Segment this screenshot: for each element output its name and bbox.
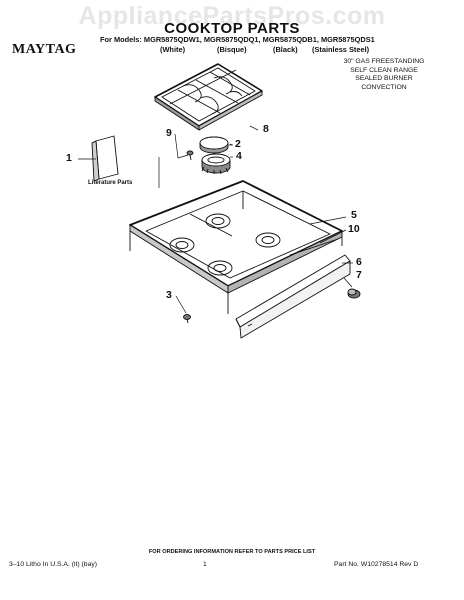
page-number: 1: [203, 561, 207, 568]
description-line: 30" GAS FREESTANDING: [343, 58, 425, 65]
small-screw: [183, 314, 191, 324]
ordering-note: FOR ORDERING INFORMATION REFER TO PARTS …: [148, 549, 316, 555]
callout-1: 1: [66, 152, 72, 164]
part-number: Part No. W10278514 Rev D: [334, 561, 419, 568]
literature-parts-label: Literature Parts: [88, 180, 133, 186]
watermark: AppliancePartsPros.com: [78, 2, 386, 30]
models-line: For Models: MGR5875QDW1, MGR5875QDQ1, MG…: [100, 35, 375, 44]
finish-stainless: (Stainless Steel): [312, 45, 370, 54]
description-line: SEALED BURNER: [355, 75, 413, 83]
callout-10: 10: [348, 223, 360, 235]
callout-7: 7: [356, 269, 362, 281]
leader-lines: [78, 125, 353, 314]
page-title: COOKTOP PARTS: [164, 20, 300, 37]
callout-2: 2: [235, 138, 241, 150]
control-panel-trim: [235, 254, 351, 339]
description-line: CONVECTION: [361, 83, 407, 91]
description-line: SELF CLEAN RANGE: [350, 66, 418, 74]
callout-5: 5: [351, 209, 357, 221]
literature-booklet: [91, 135, 119, 182]
burner-base: [201, 153, 231, 175]
callout-4: 4: [236, 150, 242, 162]
brand-logo: MAYTAG: [12, 42, 77, 57]
finish-bisque: (Bisque): [217, 45, 247, 54]
callout-9: 9: [166, 127, 172, 139]
finish-black: (Black): [273, 45, 298, 54]
callout-6: 6: [356, 256, 362, 268]
callout-3: 3: [166, 289, 172, 301]
finish-white: (White): [160, 45, 186, 54]
control-knob: [347, 288, 361, 299]
cooktop-panel: [129, 180, 343, 314]
burner-cap: [199, 136, 229, 154]
callout-8: 8: [263, 123, 269, 135]
grate: [154, 63, 263, 131]
litho-note: 3–10 Litho In U.S.A. (lt) (bay): [9, 561, 98, 568]
product-description: 30" GAS FREESTANDING SELF CLEAN RANGE SE…: [326, 58, 442, 92]
screw: [186, 150, 194, 161]
